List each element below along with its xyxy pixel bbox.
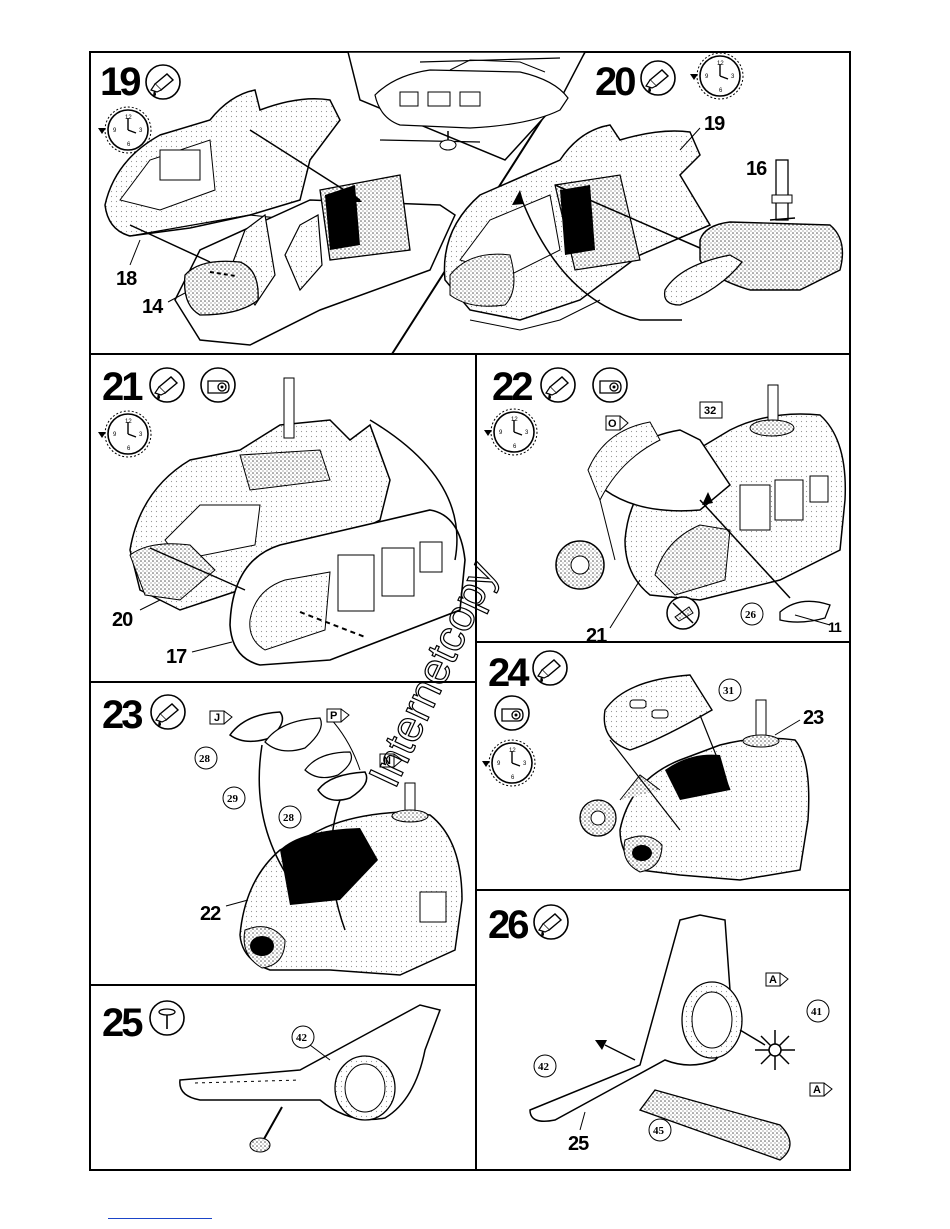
step-number: 25 <box>102 1001 143 1045</box>
color-code-P: P <box>330 710 337 722</box>
part-42: 42 <box>296 1032 308 1044</box>
tail-rotor <box>755 1030 795 1070</box>
clear-glue-icon <box>593 368 627 402</box>
glue-tube-icon <box>146 65 180 99</box>
callout-17: 17 <box>166 646 187 668</box>
callout-20: 20 <box>112 609 133 631</box>
color-code-J: J <box>214 712 220 724</box>
footer-link-underline <box>108 1218 212 1219</box>
callout-22: 22 <box>200 903 221 925</box>
clear-glue-icon <box>201 368 235 402</box>
part-45: 45 <box>653 1125 665 1137</box>
step-number: 19 <box>100 60 140 104</box>
part-28-b: 28 <box>283 812 295 824</box>
callout-11: 11 <box>828 619 842 635</box>
part-29: 29 <box>227 793 239 805</box>
callout-18: 18 <box>116 268 137 290</box>
do-not-glue-icon <box>667 597 699 629</box>
step-25: 25 42 <box>102 1001 440 1152</box>
color-code-A-b: A <box>813 1084 821 1096</box>
glue-tube-icon <box>150 368 184 402</box>
step-number: 21 <box>102 365 143 409</box>
part-28: 28 <box>199 753 211 765</box>
callout-21: 21 <box>586 625 607 647</box>
clock-icon <box>482 740 535 786</box>
square-part-32: 32 <box>704 405 716 417</box>
glue-tube-icon <box>533 651 567 685</box>
clock-icon <box>484 409 537 455</box>
part-26: 26 <box>745 609 757 621</box>
callout-23: 23 <box>803 707 824 729</box>
color-code-O: O <box>608 418 617 430</box>
callout-19: 19 <box>704 113 725 135</box>
pin-part <box>250 1107 282 1152</box>
step-number: 26 <box>488 903 528 947</box>
step-21: 21 20 17 <box>98 365 465 668</box>
part-41: 41 <box>811 1006 822 1018</box>
glue-tube-icon <box>541 368 575 402</box>
clock-icon <box>98 411 151 457</box>
glue-tube-icon <box>151 695 185 729</box>
step-number: 23 <box>102 693 142 737</box>
clear-glue-icon <box>495 696 529 730</box>
clock-icon <box>690 53 743 99</box>
glue-tube-icon <box>534 905 568 939</box>
glue-tube-icon <box>641 61 675 95</box>
part-31: 31 <box>723 685 734 697</box>
pin-icon <box>150 1001 184 1035</box>
step-number: 22 <box>492 365 532 409</box>
step-number: 20 <box>595 60 635 104</box>
color-code-A: A <box>769 974 777 986</box>
callout-16: 16 <box>746 158 767 180</box>
inset-helicopter <box>348 52 585 160</box>
part-42: 42 <box>538 1061 550 1073</box>
step-22: 22 32 O 26 21 <box>484 365 845 647</box>
step-24: 24 31 23 <box>482 651 824 880</box>
step-26: 26 A A 42 41 45 25 <box>488 903 832 1160</box>
step-number: 24 <box>488 651 530 695</box>
callout-14: 14 <box>142 296 164 318</box>
callout-25: 25 <box>568 1133 589 1155</box>
